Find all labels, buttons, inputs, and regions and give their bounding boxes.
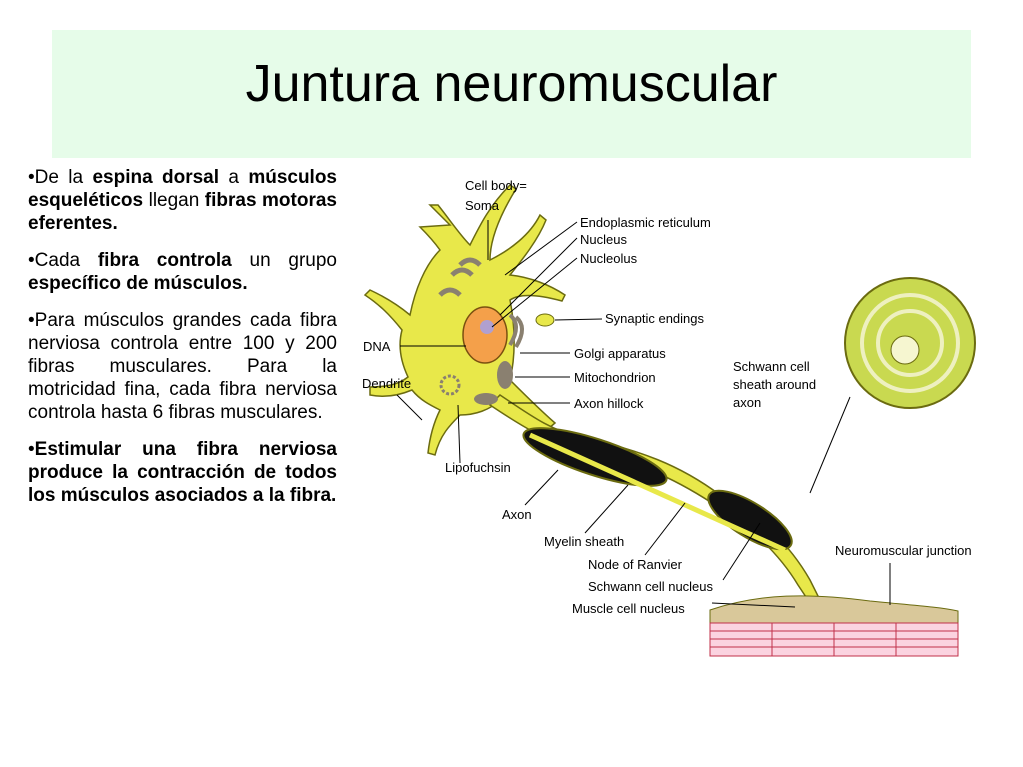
label-muscle-nucleus: Muscle cell nucleus — [572, 601, 685, 616]
label-soma: Soma — [465, 198, 500, 213]
myelin-segment — [707, 489, 793, 551]
label-dendrite: Dendrite — [362, 376, 411, 391]
bullet-item: •Estimular una fibra nerviosa produce la… — [28, 438, 337, 507]
neuron-diagram: Cell body= Soma Endoplasmic reticulum Nu… — [362, 178, 976, 657]
mitochondrion — [497, 361, 513, 389]
lipofuchsin — [439, 374, 461, 396]
bullet-text: Para músculos grandes cada fibra nervios… — [28, 310, 337, 423]
bullet-text: a — [219, 167, 249, 188]
myelin-segment — [522, 427, 668, 487]
label-schwann-1: Schwann cell — [733, 359, 810, 374]
bullet-marker: • — [28, 167, 35, 188]
mitochondrion — [474, 393, 498, 405]
label-schwann-3: axon — [733, 395, 761, 410]
label-nmj: Neuromuscular junction — [835, 543, 972, 558]
bullet-marker: • — [28, 310, 35, 331]
bullet-text: fibra controla — [97, 250, 232, 271]
bullet-list: •De la espina dorsal a músculos esquelét… — [28, 166, 337, 521]
bullet-text: específico de músculos. — [28, 273, 248, 294]
label-golgi: Golgi apparatus — [574, 346, 666, 361]
muscle-top — [709, 595, 959, 624]
axon-core — [528, 432, 787, 553]
bullet-text: llegan — [143, 190, 205, 211]
schwann-axon — [890, 335, 920, 365]
label-lipofuchsin: Lipofuchsin — [445, 460, 511, 475]
pointer-lines — [396, 220, 891, 608]
muscle-striations — [710, 623, 958, 656]
title-banner: Juntura neuromuscular — [52, 30, 971, 158]
schwann-sheath-ring — [860, 293, 960, 393]
label-nucleolus: Nucleolus — [580, 251, 638, 266]
synaptic-ending — [535, 313, 555, 327]
bullet-marker: • — [28, 250, 35, 271]
bullet-text: un grupo — [231, 250, 337, 271]
bullet-text: músculos esqueléticos — [28, 167, 338, 211]
schwann-sheath-ring — [876, 309, 944, 377]
label-cell-body: Cell body= — [465, 178, 527, 193]
label-schwann-nucleus: Schwann cell nucleus — [588, 579, 714, 594]
bullet-marker: • — [28, 439, 35, 460]
bullet-text: espina dorsal — [92, 167, 220, 188]
label-nucleus: Nucleus — [580, 232, 627, 247]
bullet-item: •De la espina dorsal a músculos esquelét… — [28, 166, 337, 235]
bullet-item: •Cada fibra controla un grupo específico… — [28, 249, 337, 295]
bullet-text: Cada — [34, 250, 98, 271]
label-axon: Axon — [502, 507, 532, 522]
neuron-soma — [363, 184, 566, 456]
label-mito: Mitochondrion — [574, 370, 656, 385]
bullet-text: Estimular una fibra nerviosa produce la … — [28, 439, 337, 506]
label-myelin: Myelin sheath — [544, 534, 624, 549]
label-synaptic: Synaptic endings — [605, 311, 705, 326]
endoplasmic-reticulum — [438, 257, 482, 297]
label-hillock: Axon hillock — [574, 396, 644, 411]
nucleus — [462, 306, 508, 364]
label-er: Endoplasmic reticulum — [580, 215, 711, 230]
label-dna: DNA — [363, 339, 391, 354]
bullet-text: fibras motoras eferentes. — [28, 190, 337, 234]
label-ranvier: Node of Ranvier — [588, 557, 683, 572]
slide-title: Juntura neuromuscular — [245, 55, 778, 113]
bullet-item: •Para músculos grandes cada fibra nervio… — [28, 309, 337, 424]
bullet-text: De la — [34, 167, 93, 188]
nucleolus — [480, 320, 494, 334]
golgi-apparatus — [508, 313, 524, 349]
label-schwann-2: sheath around — [733, 377, 816, 392]
